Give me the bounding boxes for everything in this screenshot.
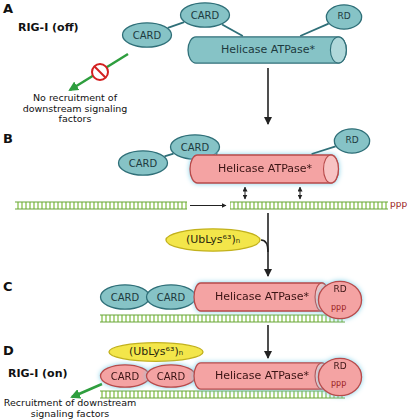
domain-linker: [312, 146, 336, 154]
signal-arrow: [70, 54, 128, 90]
rna-strand: [15, 202, 187, 209]
regulatory-domain: RD: [318, 280, 362, 320]
domain-linker: [168, 22, 184, 28]
step-arrow: [267, 325, 269, 358]
state-label: RIG-I (off): [18, 22, 118, 34]
node-text: RD: [345, 136, 358, 146]
regulatory-domain: RD: [318, 357, 362, 397]
ubiquitin-chain: (UbLys⁶³)ₙ: [108, 342, 204, 362]
interaction-arrow: [300, 187, 301, 199]
node-text: Helicase ATPase*: [218, 163, 312, 175]
card-domain: CARD: [146, 284, 196, 310]
helicase-domain: Helicase ATPase*: [194, 362, 330, 390]
prohibition-slash: [94, 66, 105, 77]
panel-letter: C: [3, 280, 23, 295]
card-domain: CARD: [100, 284, 150, 310]
node-text: CARD: [111, 292, 139, 303]
node-text: RD: [333, 362, 346, 372]
outcome-note: Recruitment of downstream signaling fact…: [0, 398, 140, 419]
triphosphate-label: ppp: [331, 380, 355, 389]
node-text: Helicase ATPase*: [215, 291, 309, 303]
node-text: CARD: [133, 30, 161, 41]
rna-strand: [100, 391, 345, 398]
input-arrow: [261, 240, 268, 252]
step-arrow: [267, 68, 269, 124]
triphosphate-label: ppp: [331, 304, 355, 313]
interaction-arrow: [245, 187, 246, 199]
node-text: CARD: [191, 10, 219, 21]
node-text: CARD: [157, 371, 185, 382]
node-text: CARD: [181, 142, 209, 153]
node-text: (UbLys⁶³)ₙ: [186, 234, 240, 246]
node-text: Helicase ATPase*: [215, 370, 309, 382]
binding-arrow: [190, 205, 226, 206]
state-label: RIG-I (on): [8, 368, 98, 380]
outcome-note: No recruitment of downstream signaling f…: [10, 93, 140, 125]
node-text: RD: [333, 285, 346, 295]
panel-letter: A: [3, 2, 23, 17]
panel-letter: B: [3, 132, 23, 147]
prohibition-sign: [92, 64, 108, 80]
node-text: Helicase ATPase*: [221, 44, 315, 56]
regulatory-domain: RD: [326, 4, 362, 30]
domain-linker: [222, 25, 243, 37]
node-text: (UbLys⁶³)ₙ: [129, 346, 183, 358]
domain-linker: [165, 154, 174, 157]
rna-strand: [100, 315, 345, 322]
ubiquitin-chain: (UbLys⁶³)ₙ: [165, 228, 261, 252]
helicase-domain: Helicase ATPase*: [194, 282, 330, 312]
node-text: CARD: [157, 292, 185, 303]
node-text: RD: [337, 12, 350, 22]
card-domain: CARD: [122, 22, 172, 48]
signal-arrow: [72, 384, 102, 397]
card-domain: CARD: [180, 2, 230, 28]
helicase-domain: Helicase ATPase*: [188, 36, 348, 64]
node-text: CARD: [129, 158, 157, 169]
card-domain: CARD: [146, 364, 196, 388]
domain-linker: [300, 24, 328, 36]
card-domain: CARD: [100, 364, 150, 388]
regulatory-domain: RD: [334, 128, 370, 154]
rna-strand: [230, 202, 388, 209]
triphosphate-label: ppp: [390, 199, 418, 209]
node-text: CARD: [111, 371, 139, 382]
helicase-domain: Helicase ATPase*: [190, 154, 340, 184]
card-domain: CARD: [118, 150, 168, 176]
panel-letter: D: [3, 344, 23, 359]
